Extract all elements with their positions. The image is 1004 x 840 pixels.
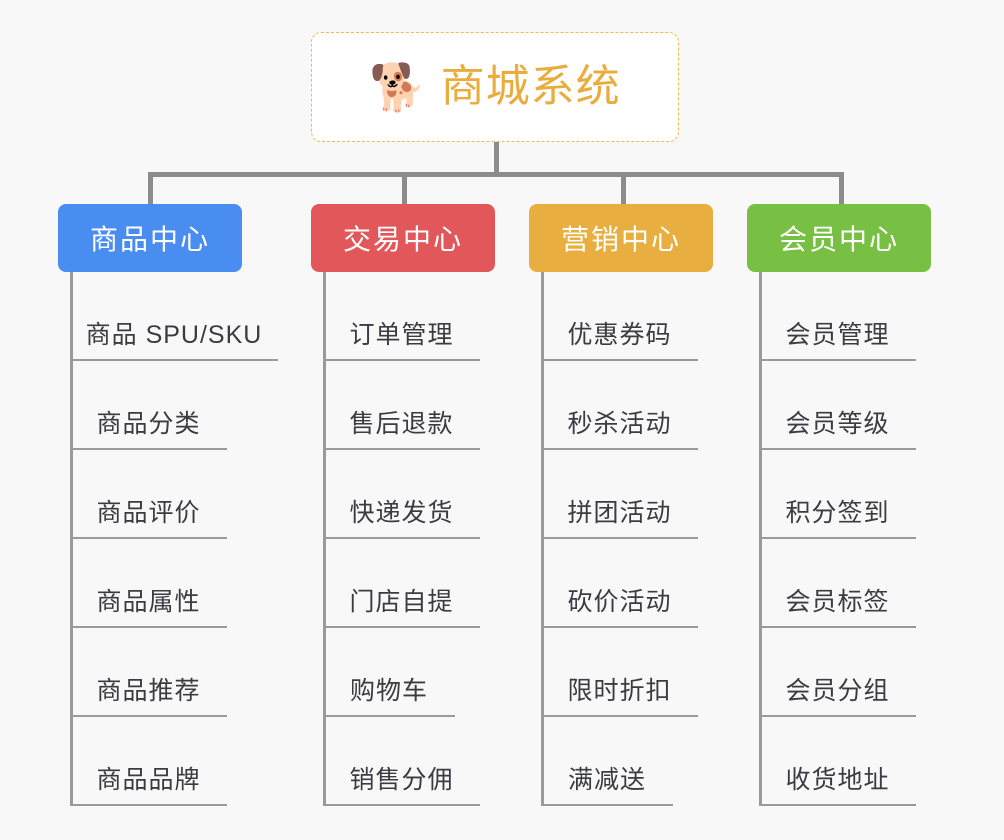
leaf-spine — [541, 272, 544, 806]
leaf-item[interactable]: 快递发货 — [323, 450, 480, 539]
connector-drop-trade-center — [402, 172, 407, 208]
leaf-item-label: 积分签到 — [785, 499, 890, 527]
connector-root-stem — [494, 142, 499, 176]
leaf-item[interactable]: 拼团活动 — [541, 450, 698, 539]
leaf-item-label: 会员分组 — [785, 677, 890, 705]
leaf-item[interactable]: 砍价活动 — [541, 539, 698, 628]
connector-drop-member-center — [839, 172, 844, 208]
leaf-item-label: 会员管理 — [785, 321, 890, 349]
leaf-item[interactable]: 会员等级 — [759, 361, 916, 450]
leaf-item-label: 商品推荐 — [96, 677, 201, 705]
leaf-item-label: 门店自提 — [349, 588, 454, 616]
leaf-item-label: 优惠券码 — [567, 321, 672, 349]
category-box-marketing-center[interactable]: 营销中心 — [529, 204, 713, 272]
leaf-spine — [759, 272, 762, 806]
leaf-item-label: 拼团活动 — [567, 499, 672, 527]
leaf-item-label: 商品分类 — [96, 410, 201, 438]
leaf-item[interactable]: 收货地址 — [759, 717, 916, 806]
leaf-item[interactable]: 订单管理 — [323, 272, 480, 361]
branch-column-marketing-center: 营销中心 优惠券码 秒杀活动 拼团活动 砍价活动 限时折扣 满减送 — [529, 204, 729, 806]
leaf-item[interactable]: 售后退款 — [323, 361, 480, 450]
leaf-item-label: 会员等级 — [785, 410, 890, 438]
leaf-item-label: 购物车 — [349, 677, 428, 705]
connector-drop-product-center — [148, 172, 153, 208]
root-node-title: 商城系统 — [440, 62, 621, 111]
leaf-item[interactable]: 积分签到 — [759, 450, 916, 539]
leaf-item[interactable]: 会员管理 — [759, 272, 916, 361]
leaf-item[interactable]: 会员分组 — [759, 628, 916, 717]
leaf-spine — [323, 272, 326, 806]
leaf-item[interactable]: 会员标签 — [759, 539, 916, 628]
category-label: 营销中心 — [560, 224, 681, 255]
leaf-item-label: 售后退款 — [349, 410, 454, 438]
leaf-item[interactable]: 购物车 — [323, 628, 455, 717]
leaf-list-product-center: 商品 SPU/SKU 商品分类 商品评价 商品属性 商品推荐 商品品牌 — [58, 272, 278, 806]
shiba-dog-face-icon: 🐕 — [369, 61, 427, 113]
leaf-spine — [70, 272, 73, 806]
category-box-member-center[interactable]: 会员中心 — [747, 204, 931, 272]
connector-horizontal-bus — [148, 172, 844, 177]
leaf-item-label: 会员标签 — [785, 588, 890, 616]
category-label: 交易中心 — [342, 224, 463, 255]
connector-drop-marketing-center — [621, 172, 626, 208]
leaf-item-label: 收货地址 — [785, 766, 890, 794]
leaf-item[interactable]: 满减送 — [541, 717, 673, 806]
leaf-item[interactable]: 秒杀活动 — [541, 361, 698, 450]
leaf-item[interactable]: 优惠券码 — [541, 272, 698, 361]
leaf-list-marketing-center: 优惠券码 秒杀活动 拼团活动 砍价活动 限时折扣 满减送 — [529, 272, 729, 806]
leaf-item[interactable]: 销售分佣 — [323, 717, 480, 806]
leaf-item[interactable]: 门店自提 — [323, 539, 480, 628]
leaf-item-label: 满减送 — [567, 766, 646, 794]
leaf-item-label: 砍价活动 — [567, 588, 672, 616]
leaf-item[interactable]: 限时折扣 — [541, 628, 698, 717]
branch-column-member-center: 会员中心 会员管理 会员等级 积分签到 会员标签 会员分组 收货地址 — [747, 204, 947, 806]
leaf-item-label: 商品属性 — [96, 588, 201, 616]
leaf-item[interactable]: 商品 SPU/SKU — [70, 272, 278, 361]
leaf-item-label: 秒杀活动 — [567, 410, 672, 438]
leaf-item-label: 商品品牌 — [96, 766, 201, 794]
leaf-item-label: 商品评价 — [96, 499, 201, 527]
branch-column-product-center: 商品中心 商品 SPU/SKU 商品分类 商品评价 商品属性 商品推荐 商品品牌 — [58, 204, 278, 806]
leaf-item[interactable]: 商品属性 — [70, 539, 227, 628]
leaf-list-trade-center: 订单管理 售后退款 快递发货 门店自提 购物车 销售分佣 — [311, 272, 511, 806]
category-label: 会员中心 — [778, 224, 899, 255]
leaf-item[interactable]: 商品推荐 — [70, 628, 227, 717]
leaf-item[interactable]: 商品评价 — [70, 450, 227, 539]
leaf-item[interactable]: 商品品牌 — [70, 717, 227, 806]
leaf-item[interactable]: 商品分类 — [70, 361, 227, 450]
category-label: 商品中心 — [89, 224, 210, 255]
root-node-shop-system[interactable]: 🐕 商城系统 — [311, 32, 679, 142]
branch-column-trade-center: 交易中心 订单管理 售后退款 快递发货 门店自提 购物车 销售分佣 — [311, 204, 511, 806]
leaf-list-member-center: 会员管理 会员等级 积分签到 会员标签 会员分组 收货地址 — [747, 272, 947, 806]
leaf-item-label: 快递发货 — [349, 499, 454, 527]
leaf-item-label: 限时折扣 — [567, 677, 672, 705]
category-box-trade-center[interactable]: 交易中心 — [311, 204, 495, 272]
leaf-item-label: 销售分佣 — [349, 766, 454, 794]
category-box-product-center[interactable]: 商品中心 — [58, 204, 242, 272]
leaf-item-label: 商品 SPU/SKU — [85, 321, 263, 349]
leaf-item-label: 订单管理 — [349, 321, 454, 349]
